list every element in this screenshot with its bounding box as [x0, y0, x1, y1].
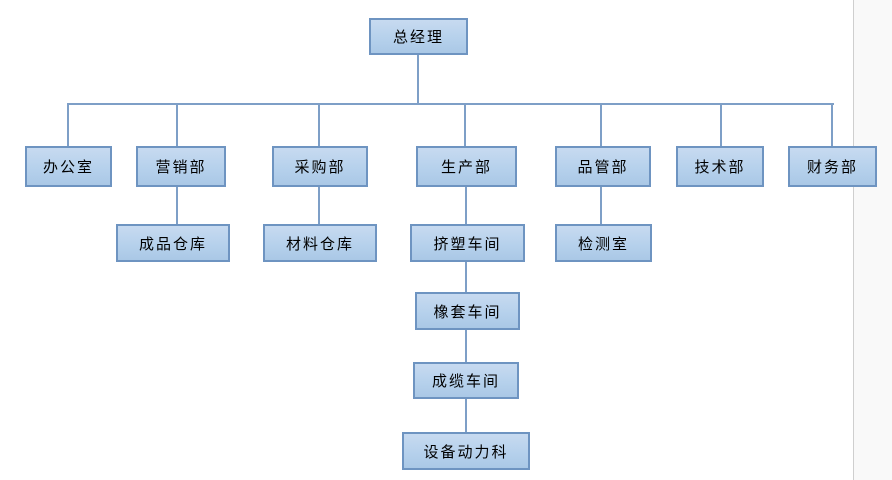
org-node-finished-warehouse[interactable]: 成品仓库 — [116, 224, 230, 262]
org-node-material-warehouse[interactable]: 材料仓库 — [263, 224, 377, 262]
connector-line — [464, 104, 466, 146]
connector-line — [720, 104, 722, 146]
page-edge — [853, 0, 892, 480]
org-node-quality-dept[interactable]: 品管部 — [555, 146, 651, 187]
connector-line — [465, 329, 467, 362]
org-node-extrusion-workshop[interactable]: 挤塑车间 — [410, 224, 525, 262]
connector-line — [465, 398, 467, 432]
connector-line — [176, 186, 178, 224]
org-node-equipment-power[interactable]: 设备动力科 — [402, 432, 530, 470]
connector-line — [600, 104, 602, 146]
connector-line — [67, 103, 834, 105]
org-node-general-manager[interactable]: 总经理 — [369, 18, 468, 55]
connector-line — [465, 261, 467, 292]
org-node-marketing-dept[interactable]: 营销部 — [136, 146, 226, 187]
connector-line — [831, 104, 833, 146]
org-node-cabling-workshop[interactable]: 成缆车间 — [413, 362, 519, 399]
connector-line — [318, 186, 320, 224]
org-node-technology-dept[interactable]: 技术部 — [676, 146, 764, 187]
org-node-office[interactable]: 办公室 — [25, 146, 112, 187]
org-node-rubber-workshop[interactable]: 橡套车间 — [415, 292, 520, 330]
org-node-finance-dept[interactable]: 财务部 — [788, 146, 877, 187]
connector-line — [465, 186, 467, 224]
connector-line — [176, 104, 178, 146]
connector-line — [67, 104, 69, 146]
connector-line — [600, 186, 602, 224]
connector-line — [417, 55, 419, 103]
org-node-production-dept[interactable]: 生产部 — [416, 146, 517, 187]
org-node-purchasing-dept[interactable]: 采购部 — [272, 146, 368, 187]
connector-line — [318, 104, 320, 146]
org-node-inspection-room[interactable]: 检测室 — [555, 224, 652, 262]
